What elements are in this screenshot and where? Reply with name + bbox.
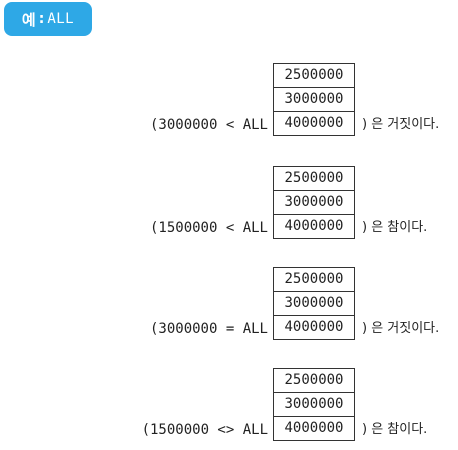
example-4: 2500000 3000000 4000000 (1500000 <> ALL … (0, 368, 458, 444)
comparison-result: ) 은 참이다. (362, 220, 428, 235)
comparison-expression: (3000000 < ALL (149, 117, 268, 133)
example-1: 2500000 3000000 4000000 (3000000 < ALL )… (0, 63, 458, 139)
value-set-box: 2500000 3000000 4000000 (273, 267, 355, 340)
value-cell: 2500000 (284, 170, 344, 186)
value-cell: 2500000 (284, 372, 344, 388)
value-cell: 4000000 (274, 315, 354, 339)
comparison-expression: (3000000 = ALL (149, 321, 268, 337)
example-badge: 예 : ALL (4, 2, 92, 36)
example-3: 2500000 3000000 4000000 (3000000 = ALL )… (0, 267, 458, 343)
value-set-box: 2500000 3000000 4000000 (273, 63, 355, 136)
comparison-result: ) 은 거짓이다. (362, 321, 440, 336)
comparison-expression: (1500000 < ALL (149, 220, 268, 236)
comparison-result: ) 은 참이다. (362, 422, 428, 437)
example-2: 2500000 3000000 4000000 (1500000 < ALL )… (0, 166, 458, 242)
value-cell: 4000000 (274, 416, 354, 440)
value-cell: 4000000 (274, 214, 354, 238)
value-cell: 2500000 (284, 271, 344, 287)
comparison-expression: (1500000 <> ALL (141, 422, 268, 438)
badge-colon: : (38, 11, 45, 27)
value-set-box: 2500000 3000000 4000000 (273, 368, 355, 441)
badge-keyword: ALL (47, 11, 75, 27)
value-set-box: 2500000 3000000 4000000 (273, 166, 355, 239)
value-cell: 4000000 (274, 111, 354, 135)
badge-korean-label: 예 (21, 10, 36, 29)
value-cell: 3000000 (274, 392, 354, 416)
comparison-result: ) 은 거짓이다. (362, 117, 440, 132)
value-cell: 3000000 (274, 190, 354, 214)
value-cell: 3000000 (274, 291, 354, 315)
value-cell: 3000000 (274, 87, 354, 111)
value-cell: 2500000 (284, 67, 344, 83)
